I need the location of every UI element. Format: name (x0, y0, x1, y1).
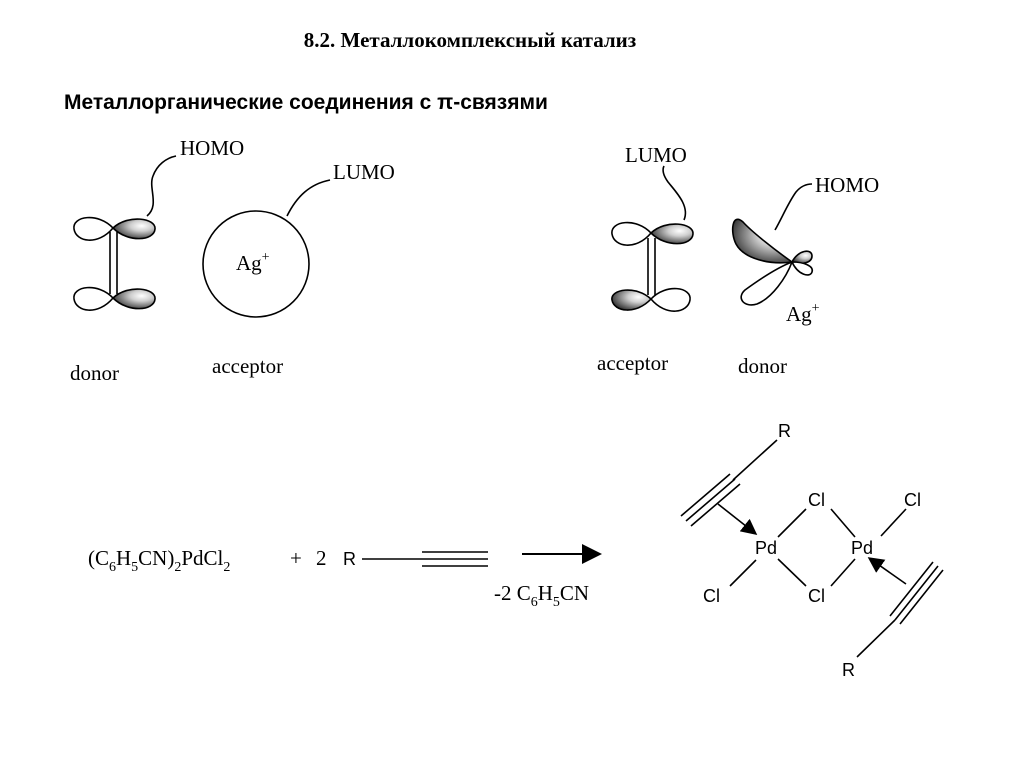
homo-leader-line (774, 183, 813, 231)
p-orbital-lobe (611, 221, 653, 246)
lumo-leader-line (662, 165, 687, 221)
alkyne-r-label: R (343, 549, 356, 569)
p-orbital-lobe-shaded (611, 289, 653, 311)
plus-sign: + (290, 546, 302, 570)
coordination-arrow (717, 503, 758, 535)
p-orbital-lobe (649, 287, 691, 312)
pd-cl-bond (777, 558, 807, 587)
alkyne-bonds (362, 551, 488, 567)
cl-terminal-top-label: Cl (904, 490, 921, 510)
d-orbital-lobe (740, 260, 794, 306)
d-orbital-lobe-shaded (731, 218, 795, 264)
pd-cl-bond (777, 508, 807, 538)
left-lumo-label: LUMO (333, 160, 395, 184)
pd-left-label: Pd (755, 538, 777, 558)
ligand-triple-bond (690, 483, 741, 527)
ligand-triple-bond (889, 561, 934, 617)
pd-cl-bond (830, 508, 856, 538)
pd-reagent-formula: (C6H5CN)2PdCl2 (88, 546, 230, 575)
left-donor-caption: donor (70, 361, 119, 385)
right-homo-label: HOMO (815, 173, 879, 197)
cl-terminal-bottom-label: Cl (703, 586, 720, 606)
left-acceptor-caption: acceptor (212, 354, 283, 378)
r-top-label: R (778, 421, 791, 441)
ligand-triple-bond (899, 569, 944, 625)
left-donor-pi-bond (73, 155, 177, 311)
pd-cl-terminal-bond (729, 559, 757, 587)
alkyne-coefficient: 2 (316, 546, 327, 570)
cl-bridge-bottom-label: Cl (808, 586, 825, 606)
p-orbital-lobe-shaded (649, 223, 694, 245)
homo-leader-line (146, 155, 177, 217)
byproduct-formula: -2 C6H5CN (494, 581, 589, 610)
ligand-r-bond (856, 619, 896, 658)
ligand-triple-bond (680, 473, 731, 517)
ligand-r-bond (732, 439, 778, 481)
right-acceptor-caption: acceptor (597, 351, 668, 375)
ligand-triple-bond (685, 478, 736, 522)
r-bottom-label: R (842, 660, 855, 680)
right-lumo-label: LUMO (625, 143, 687, 167)
section-heading: 8.2. Металлокомплексный катализ (303, 28, 637, 52)
left-ag-ion-label: Ag+ (236, 250, 270, 275)
p-orbital-lobe (73, 216, 115, 241)
left-silver-ion (202, 179, 331, 318)
right-ag-ion-label: Ag+ (786, 301, 820, 326)
p-orbital-lobe-shaded (111, 218, 156, 240)
ligand-triple-bond (894, 565, 939, 621)
left-homo-label: HOMO (180, 136, 244, 160)
lumo-leader-line (286, 179, 331, 217)
p-orbital-lobe-shaded (111, 288, 156, 310)
right-silver-d-orbital (731, 183, 814, 306)
coordination-arrow (867, 557, 907, 585)
pd-cl-bond (830, 558, 856, 587)
p-orbital-lobe (73, 286, 115, 311)
right-acceptor-pi-bond (611, 165, 694, 312)
cl-bridge-top-label: Cl (808, 490, 825, 510)
pd-right-label: Pd (851, 538, 873, 558)
slide-title: Металлорганические соединения с π-связям… (64, 91, 548, 114)
product-bonds (680, 439, 944, 658)
ag-orbital-circle (202, 210, 310, 318)
right-donor-caption: donor (738, 354, 787, 378)
pd-cl-terminal-bond (880, 508, 907, 537)
d-orbital-lobe (790, 261, 814, 276)
